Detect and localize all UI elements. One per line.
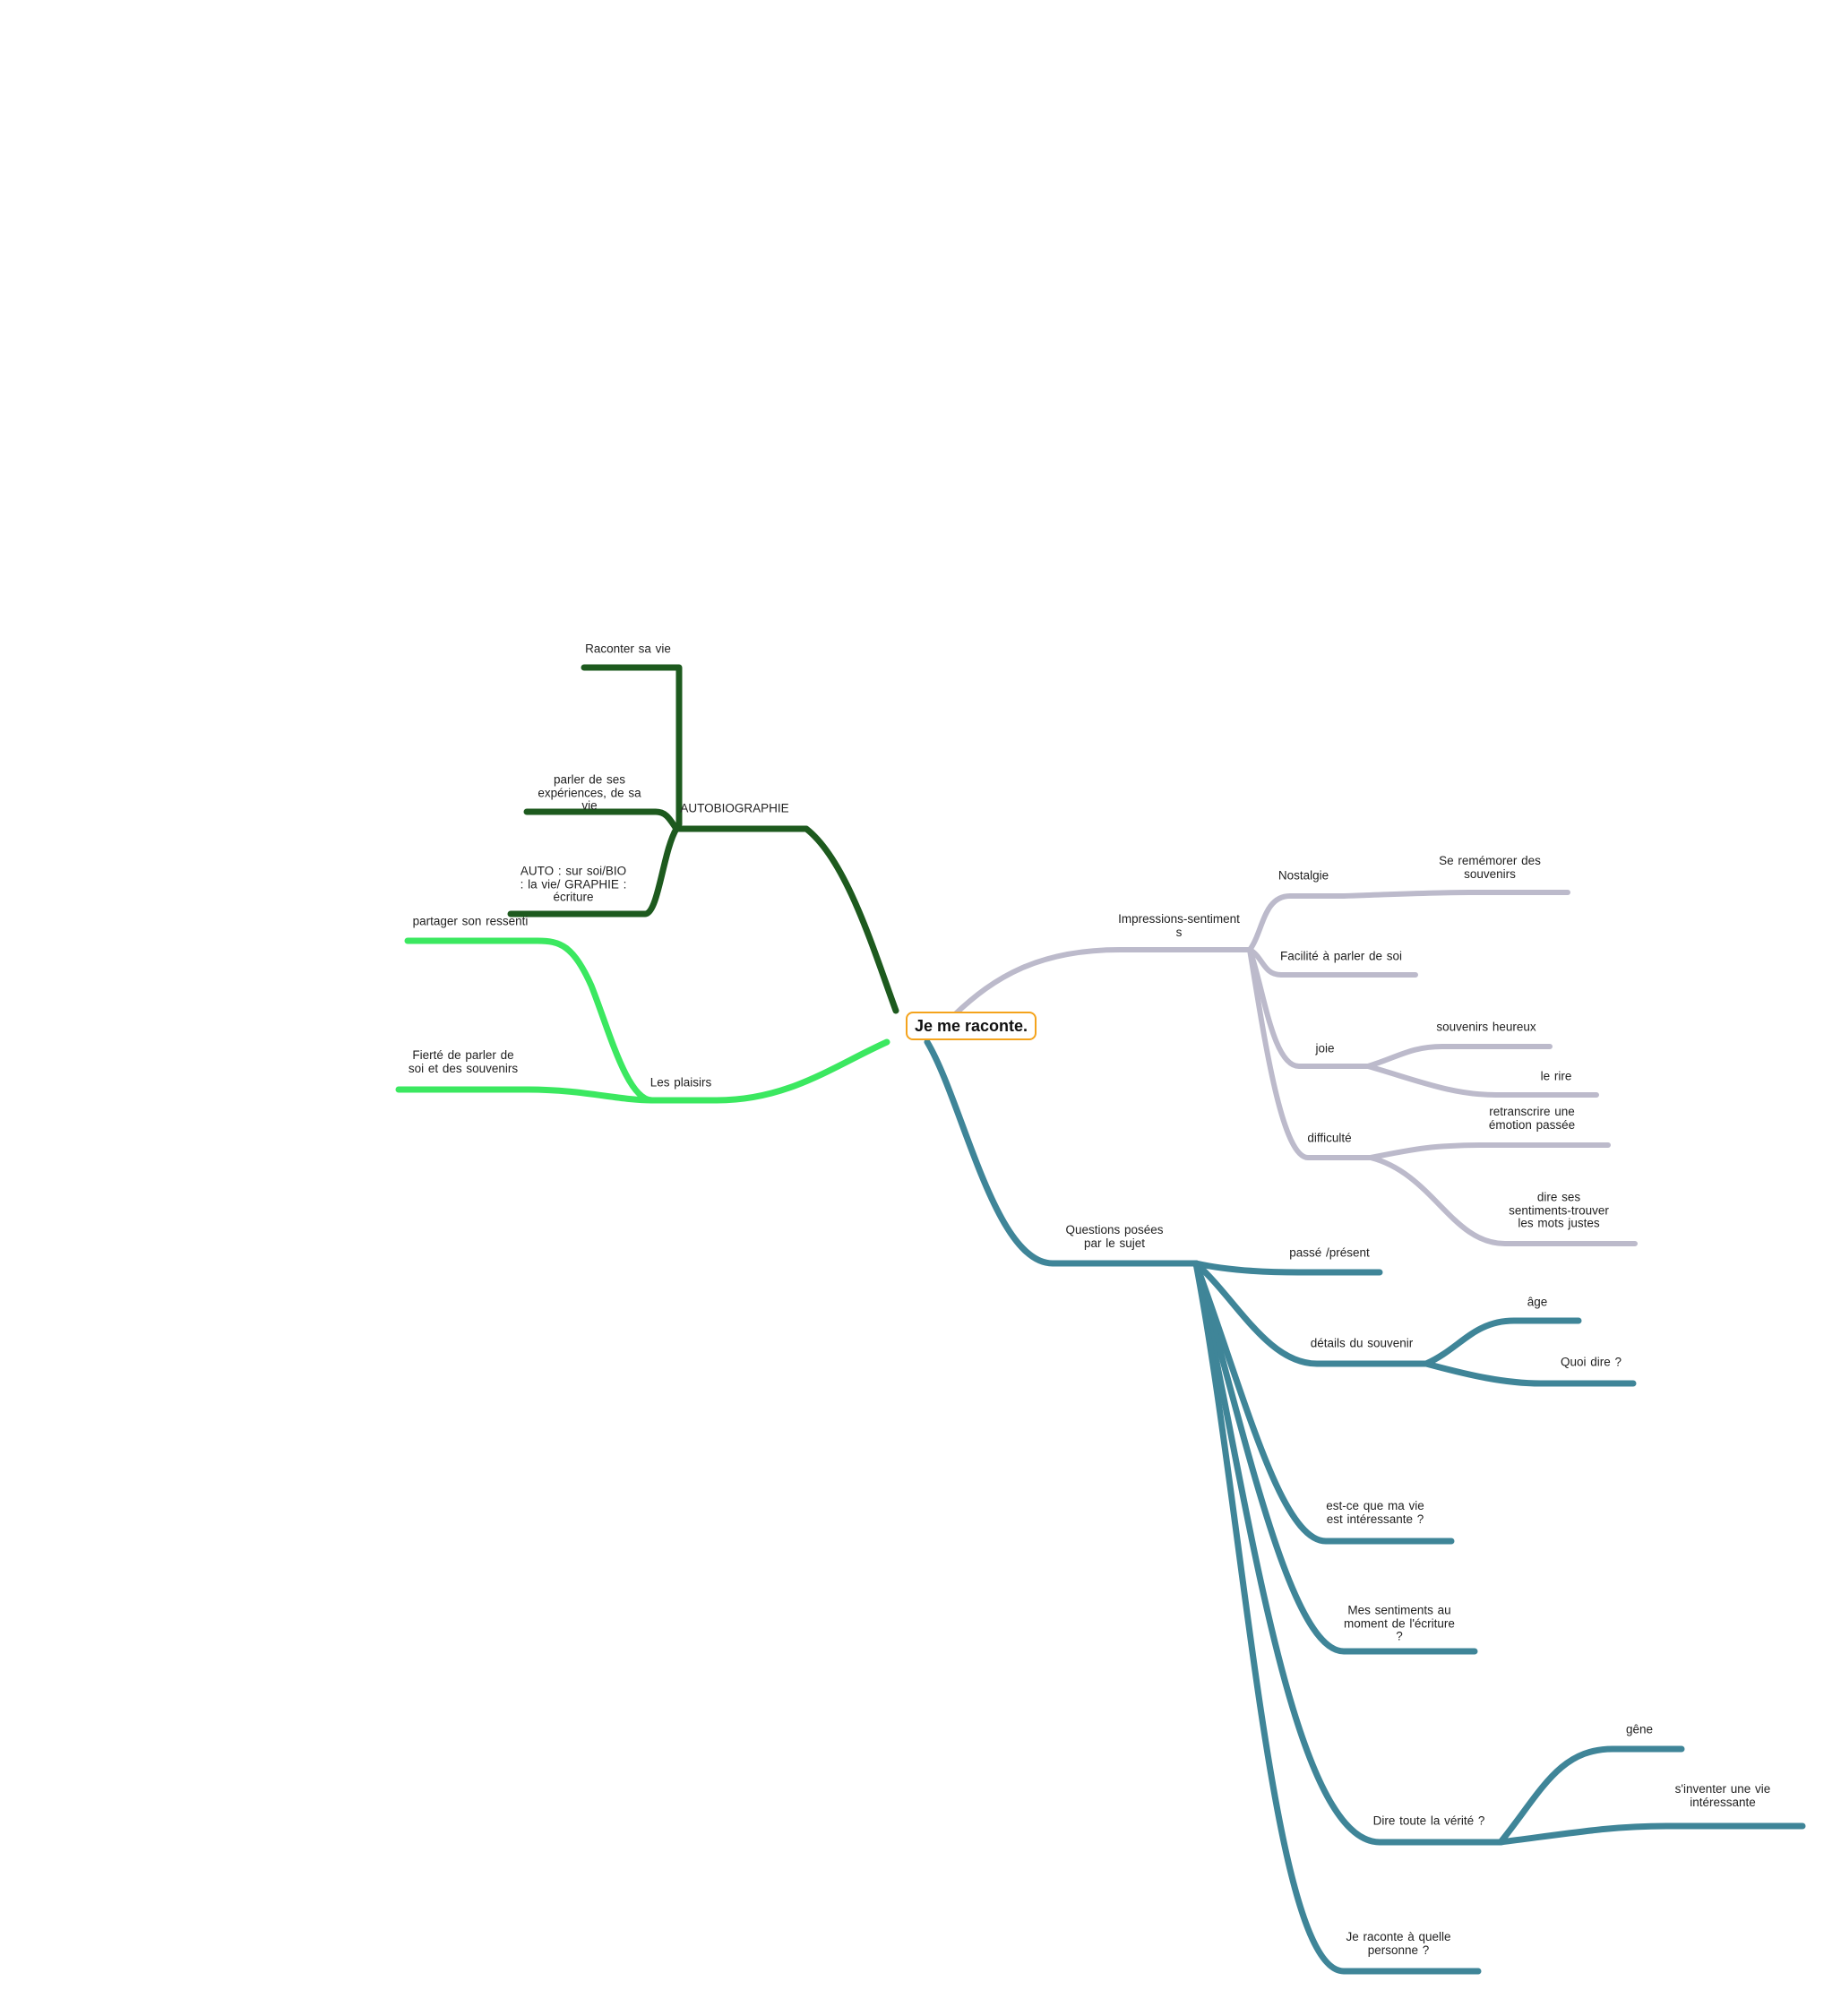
- edge-questions-sentiments: [1192, 1260, 1478, 1655]
- node-age[interactable]: âge: [1527, 1295, 1548, 1309]
- edge-joie-rire: [1365, 1064, 1599, 1098]
- node-difficulte[interactable]: difficulté: [1307, 1131, 1352, 1145]
- edge-difficulte-dire: [1368, 1155, 1638, 1246]
- edge-root-questions: [924, 1038, 1200, 1267]
- edge-details-quoi: [1423, 1360, 1637, 1387]
- branch-plaisirs-lines: [395, 937, 890, 1104]
- edge-root-autobiographie: [673, 825, 899, 1014]
- node-questions-posees[interactable]: Questions posées par le sujet: [1065, 1223, 1164, 1250]
- node-sinventer-une-vie[interactable]: s'inventer une vie intéressante: [1674, 1782, 1771, 1809]
- node-joie[interactable]: joie: [1315, 1041, 1335, 1055]
- edge-impressions-nostalgie: [1247, 893, 1346, 952]
- edge-verite-sinventer: [1497, 1822, 1806, 1846]
- node-fierte-de-parler[interactable]: Fierté de parler de soi et des souvenirs: [408, 1048, 519, 1075]
- node-passe-present[interactable]: passé /présent: [1289, 1245, 1370, 1260]
- node-souvenirs-heureux[interactable]: souvenirs heureux: [1436, 1020, 1536, 1034]
- edge-questions-personne: [1192, 1260, 1482, 1975]
- node-je-raconte-a-quelle-personne[interactable]: Je raconte à quelle personne ?: [1346, 1930, 1451, 1957]
- edge-plaisirs-fierte: [395, 1086, 656, 1104]
- node-partager-son-ressenti[interactable]: partager son ressenti: [412, 914, 529, 928]
- edge-plaisirs-partager: [404, 937, 656, 1104]
- node-les-plaisirs[interactable]: Les plaisirs: [650, 1075, 712, 1090]
- edge-questions-interessante: [1192, 1260, 1455, 1545]
- branch-impressions-lines: [951, 890, 1638, 1246]
- edge-questions-verite: [1192, 1260, 1504, 1846]
- node-quoi-dire[interactable]: Quoi dire ?: [1560, 1355, 1622, 1369]
- edge-joie-heureux: [1365, 1044, 1553, 1069]
- node-le-rire[interactable]: le rire: [1540, 1069, 1572, 1083]
- node-nostalgie[interactable]: Nostalgie: [1278, 868, 1329, 883]
- node-autobiographie[interactable]: AUTOBIOGRAPHIE: [680, 801, 789, 815]
- edge-root-impressions: [951, 947, 1252, 1018]
- edge-autobiographie-parler: [523, 808, 680, 832]
- edge-difficulte-retranscrire: [1368, 1142, 1611, 1160]
- node-se-rememorer[interactable]: Se remémorer des souvenirs: [1439, 854, 1541, 881]
- branch-autobiographie-lines: [507, 664, 899, 1014]
- node-dire-ses-sentiments[interactable]: dire ses sentiments-trouver les mots jus…: [1509, 1190, 1609, 1230]
- node-facilite-parler-de-soi[interactable]: Facilité à parler de soi: [1279, 949, 1403, 963]
- edge-questions-details: [1192, 1260, 1430, 1367]
- node-mes-sentiments[interactable]: Mes sentiments au moment de l'écriture ?: [1344, 1603, 1455, 1643]
- root-node[interactable]: Je me raconte.: [906, 1012, 1037, 1040]
- node-raconter-sa-vie[interactable]: Raconter sa vie: [585, 642, 671, 656]
- edge-questions-passe: [1192, 1260, 1383, 1276]
- edge-autobiographie-auto: [507, 825, 680, 918]
- node-auto-bio-graphie[interactable]: AUTO : sur soi/BIO : la vie/ GRAPHIE : é…: [520, 864, 627, 904]
- branch-questions-lines: [924, 1038, 1806, 1975]
- node-gene[interactable]: gêne: [1625, 1722, 1654, 1736]
- node-vie-interessante[interactable]: est-ce que ma vie est intéressante ?: [1326, 1499, 1424, 1526]
- node-details-du-souvenir[interactable]: détails du souvenir: [1310, 1336, 1414, 1350]
- edge-root-plaisirs: [649, 1038, 890, 1104]
- edge-impressions-difficulte: [1247, 947, 1373, 1160]
- node-dire-toute-la-verite[interactable]: Dire toute la vérité ?: [1372, 1814, 1485, 1828]
- edge-details-age: [1423, 1317, 1582, 1367]
- node-retranscrire-emotion[interactable]: retranscrire une émotion passée: [1488, 1105, 1576, 1132]
- edge-verite-gene: [1497, 1745, 1685, 1846]
- edge-nostalgie-souvenirs: [1341, 890, 1570, 899]
- node-parler-de-ses-experiences[interactable]: parler de ses expériences, de sa vie: [538, 772, 641, 813]
- node-impressions-sentiments[interactable]: Impressions-sentiment s: [1118, 912, 1240, 939]
